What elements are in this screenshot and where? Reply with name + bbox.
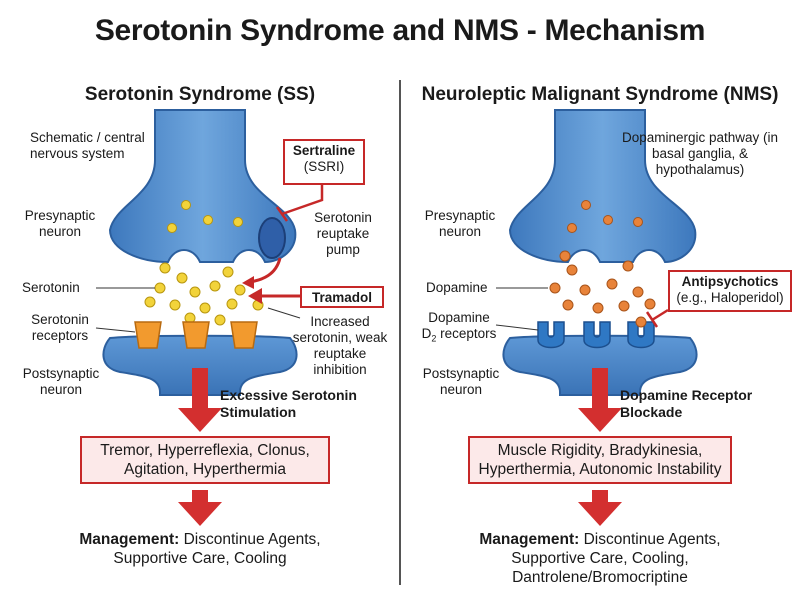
ss-pump-label: Serotonin reuptake pump	[314, 210, 372, 257]
page-title: Serotonin Syndrome and NMS - Mechanism	[94, 14, 706, 47]
tramadol-name: Tramadol	[311, 290, 373, 305]
nms-management: Management: Discontinue Agents, Supporti…	[465, 530, 735, 587]
nms-pathway-label: Dopaminergic pathway (in basal ganglia, …	[621, 130, 779, 177]
nms-arrow-label: Dopamine Receptor Blockade	[620, 387, 753, 420]
nms-management-text: Discontinue Agents, Supportive Care, Coo…	[511, 531, 721, 586]
nms-management-label: Management:	[479, 531, 580, 548]
ss-cns-label: Schematic / central nervous system	[30, 130, 145, 161]
antipsychotics-name: Antipsychotics	[681, 274, 779, 289]
ss-arrow-label: Excessive Serotonin Stimulation	[220, 387, 357, 420]
ss-synaptic-serotonin	[144, 262, 264, 326]
sertraline-inhibition-line	[275, 185, 324, 222]
ss-presynaptic-label: Presynaptic neuron	[24, 208, 96, 239]
nms-dopamine-label: Dopamine	[426, 280, 488, 295]
ss-stimulation-arrow	[178, 368, 222, 432]
nms-d2-receptors	[537, 316, 655, 349]
nms-dopamine-in-vesicle	[567, 200, 643, 233]
ss-panel-title: Serotonin Syndrome (SS)	[84, 84, 316, 105]
ss-management-arrow	[178, 490, 222, 526]
nms-synaptic-dopamine	[549, 250, 656, 314]
ss-serotonin-receptors	[134, 321, 258, 349]
nms-receptors-prefix: Dopamine	[428, 310, 490, 325]
nms-receptors-suffix: receptors	[440, 326, 497, 341]
ss-serotonin-label: Serotonin	[22, 280, 80, 295]
ss-symptoms-box: Tremor, Hyperreflexia, Clonus, Agitation…	[80, 436, 330, 484]
ss-serotonin-in-vesicle	[167, 200, 243, 233]
nms-panel-title: Neuroleptic Malignant Syndrome (NMS)	[421, 84, 779, 105]
ss-postsynaptic-neuron	[102, 334, 298, 396]
sertraline-box: Sertraline (SSRI)	[283, 139, 365, 185]
ss-management-text: Discontinue Agents, Supportive Care, Coo…	[113, 531, 321, 567]
ss-management: Management: Discontinue Agents, Supporti…	[65, 530, 335, 568]
sertraline-name: Sertraline	[292, 143, 356, 158]
ss-effect-label: Increased serotonin, weak reuptake inhib…	[292, 314, 388, 377]
tramadol-box: Tramadol	[300, 286, 384, 308]
nms-postsynaptic-label: Postsynaptic neuron	[422, 366, 500, 397]
nms-receptors-sub: 2	[431, 333, 437, 344]
nms-presynaptic-neuron	[508, 109, 697, 264]
nms-receptors-d: D	[421, 326, 432, 341]
panel-divider	[399, 80, 401, 585]
antipsychotics-example: (e.g., Haloperidol)	[676, 290, 784, 305]
nms-presynaptic-label: Presynaptic neuron	[424, 208, 496, 239]
ss-presynaptic-neuron	[108, 109, 297, 264]
antipsychotics-box: Antipsychotics (e.g., Haloperidol)	[668, 270, 792, 312]
antipsychotic-inhibition-line	[645, 308, 669, 328]
tramadol-arrow-head	[248, 288, 262, 304]
nms-leader-lines	[495, 287, 548, 331]
serotonin-reuptake-pump	[258, 217, 286, 259]
ss-management-label: Management:	[79, 531, 180, 548]
nms-blockade-arrow	[578, 368, 622, 432]
sertraline-class: (SSRI)	[303, 159, 345, 174]
ss-receptors-label: Serotonin receptors	[31, 312, 89, 343]
nms-symptoms-box: Muscle Rigidity, Bradykinesia, Hyperther…	[468, 436, 732, 484]
ss-leader-lines	[95, 287, 301, 333]
ss-postsynaptic-label: Postsynaptic neuron	[22, 366, 100, 397]
nms-receptors-label: Dopamine D2 receptors	[414, 310, 504, 347]
nms-management-arrow	[578, 490, 622, 526]
